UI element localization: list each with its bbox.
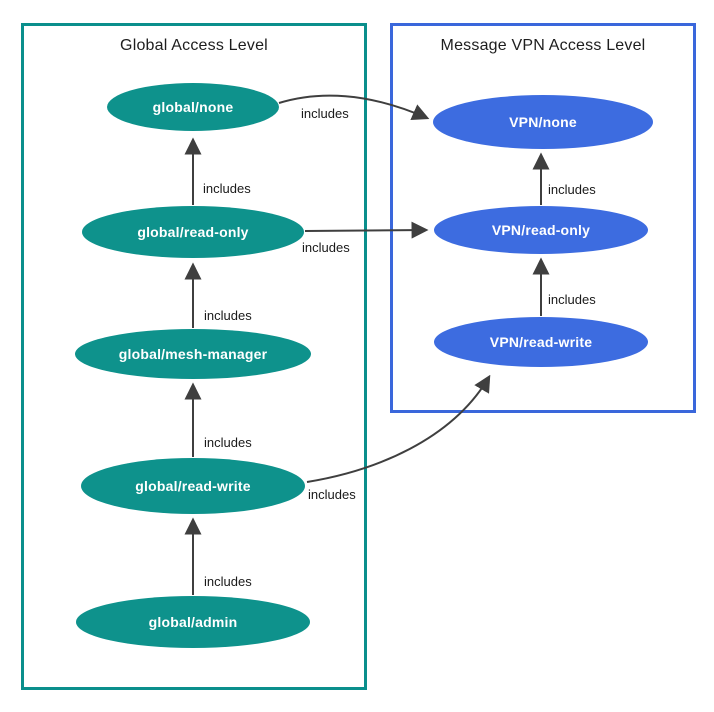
edge-global-none-to-vpn-none <box>278 94 430 120</box>
node-vpn-read-write: VPN/read-write <box>434 317 648 367</box>
edge-label-admin-read-write: includes <box>204 574 252 589</box>
edge-label-mesh-read-only: includes <box>204 308 252 323</box>
edge-label-none-vpn-none: includes <box>301 106 349 121</box>
edge-label-read-only-none: includes <box>203 181 251 196</box>
edge-label-vpn-read-only-vpn-none: includes <box>548 182 596 197</box>
edge-label-read-write-vpn-read-write: includes <box>308 487 356 502</box>
edge-label-read-write-mesh: includes <box>204 435 252 450</box>
edge-label-vpn-read-write-vpn-read-only: includes <box>548 292 596 307</box>
node-global-admin: global/admin <box>76 596 310 648</box>
edge-label-read-only-vpn-read-only: includes <box>302 240 350 255</box>
vpn-access-group: Message VPN Access Level <box>390 23 696 413</box>
node-global-read-write: global/read-write <box>81 458 305 514</box>
node-global-read-only: global/read-only <box>82 206 304 258</box>
node-global-mesh-manager: global/mesh-manager <box>75 329 311 379</box>
node-vpn-none: VPN/none <box>433 95 653 149</box>
node-vpn-read-only: VPN/read-only <box>434 206 648 254</box>
edge-global-read-write-to-vpn-read-write <box>306 374 491 483</box>
vpn-group-title: Message VPN Access Level <box>440 37 646 54</box>
edge-global-read-only-to-vpn-read-only <box>304 221 429 239</box>
global-access-group: Global Access Level <box>21 23 367 690</box>
node-global-none: global/none <box>107 83 279 131</box>
global-group-title: Global Access Level <box>120 37 268 54</box>
